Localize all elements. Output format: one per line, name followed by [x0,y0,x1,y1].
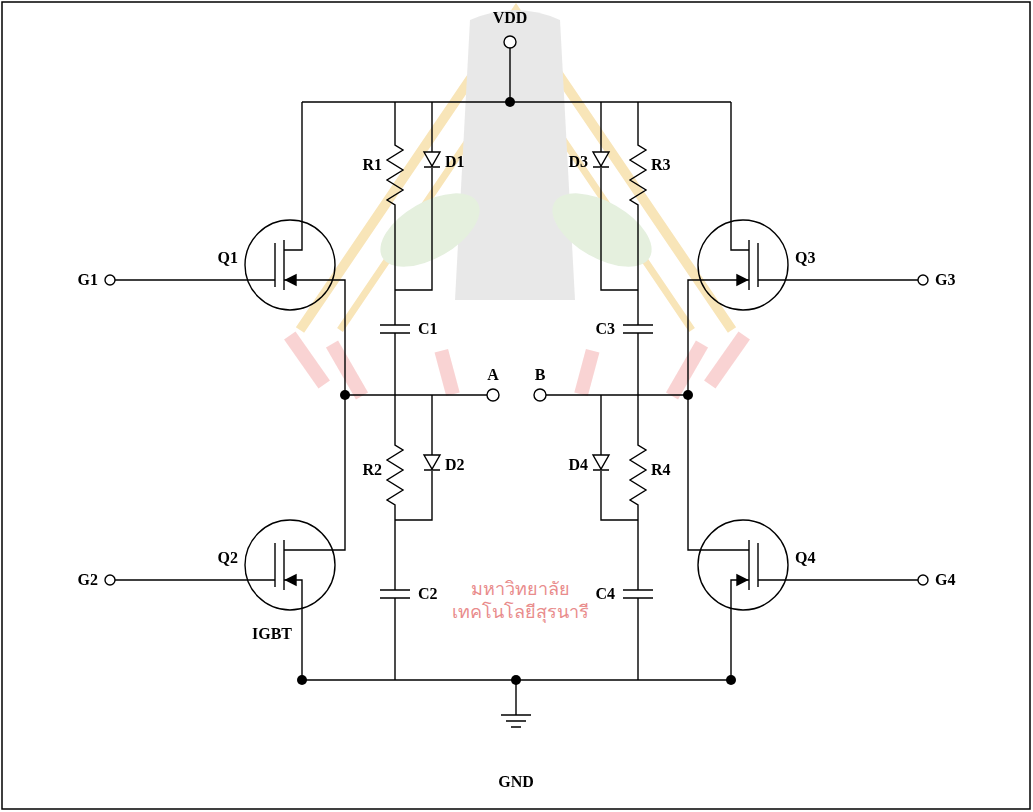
circuit-label: R4 [651,461,671,479]
circuit-label: Q1 [218,249,238,267]
circuit-label: C1 [418,320,438,338]
circuit-label: C2 [418,585,438,603]
gate-wire [758,279,918,280]
junction-dot [683,390,693,400]
capacitor-symbol [380,590,410,680]
igbt-symbol [698,520,788,610]
wire [731,580,749,680]
logo-stripe [435,349,460,396]
junction-dot [505,97,515,107]
junction-dot [511,675,521,685]
circuit-label: Q2 [218,549,238,567]
terminal [534,389,546,401]
watermark-text: มหาวิทยาลัยเทคโนโลยีสุรนารี [445,577,595,624]
logo-leaf [368,178,491,281]
wire [546,394,688,395]
arrow-symbol [286,275,296,285]
terminal [105,575,115,585]
logo-stripes [284,331,750,399]
resistor-symbol [630,102,646,325]
circuit-label: A [487,366,499,384]
circuit-label: GND [498,773,534,791]
terminal [487,389,499,401]
circuit-label: C4 [595,585,615,603]
circuit-label: R3 [651,156,671,174]
terminal [105,275,115,285]
wires [105,36,928,727]
junction-dots [297,97,736,685]
ground-symbol [501,680,531,727]
circuit-label: D4 [568,456,588,474]
circuit-label: R2 [362,461,382,479]
wire [302,101,731,102]
igbt-symbol [749,240,758,290]
circuit-label: C3 [595,320,615,338]
terminal [504,36,516,48]
resistor-symbol [387,102,403,325]
gate-wire [115,579,275,580]
wire [688,395,749,550]
circuit-label: VDD [493,9,528,27]
circuit-label: D3 [568,153,588,171]
capacitor-symbol [380,325,410,395]
igbt-symbol [245,520,335,610]
circuit-label: G4 [935,571,955,589]
junction-dot [340,390,350,400]
wire [284,102,302,250]
circuit-label: IGBT [252,625,292,643]
circuit-label: G2 [78,571,98,589]
wire [731,102,749,250]
gate-wire [758,579,918,580]
logo-leaf [540,178,663,281]
igbt-symbol [698,220,788,310]
resistor-symbol [630,395,646,590]
diode-symbol [593,455,609,470]
arrow-symbol [737,275,747,285]
terminal [918,275,928,285]
wire [395,102,432,290]
diode-symbol [593,152,609,167]
igbt-symbol [275,240,284,290]
resistor-symbol [387,395,403,590]
logo-stripe [326,341,368,400]
junction-dot [297,675,307,685]
terminal [918,575,928,585]
arrow-symbol [286,575,296,585]
diode-symbol [424,152,440,167]
logo-figure [455,10,575,300]
capacitor-symbol [623,325,653,395]
circuit-label: D1 [445,153,465,171]
circuit-label: D2 [445,456,465,474]
circuit-label: B [535,366,546,384]
capacitor-symbol [623,590,653,680]
wire [601,102,638,290]
gate-wire [115,279,275,280]
circuit-label: R1 [362,156,382,174]
wire [688,280,749,395]
circuit-label: G1 [78,271,98,289]
wire [284,395,345,550]
logo-watermark [284,10,750,399]
wire [345,394,487,395]
diode-symbol [424,455,440,470]
igbt-symbol [749,540,758,590]
circuit-label: Q3 [795,249,815,267]
junction-dot [726,675,736,685]
logo-stripe [574,349,599,396]
wire [509,48,510,102]
wire [284,280,345,395]
igbt-symbol [245,220,335,310]
circuit-label: G3 [935,271,955,289]
logo-stripe [666,341,708,400]
circuit-label: Q4 [795,549,815,567]
logo-stripe [284,331,330,388]
arrow-symbol [737,575,747,585]
igbt-symbol [275,540,284,590]
logo-stripe [704,331,750,388]
